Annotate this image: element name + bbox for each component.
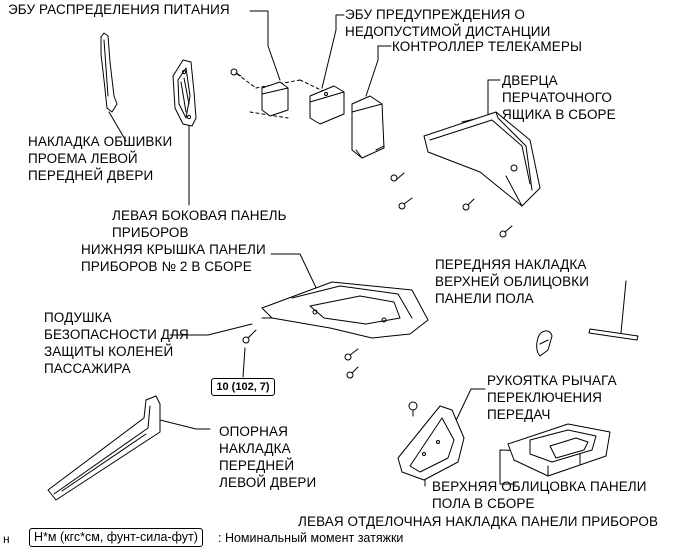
corner-mark: н bbox=[3, 532, 10, 546]
glovebox-screws-part bbox=[390, 172, 513, 238]
legend-description: : Номинальный момент затяжки bbox=[218, 531, 404, 545]
label-lower-cover: НИЖНЯЯ КРЫШКА ПАНЕЛИ ПРИБОРОВ № 2 В СБОР… bbox=[81, 242, 266, 274]
torque-spec-box: 10 (102, 7) bbox=[211, 378, 275, 396]
airbag-bolts-part bbox=[242, 329, 359, 379]
side-panel-part bbox=[172, 59, 197, 127]
label-finish-panel: ЛЕВАЯ ОТДЕЛОЧНАЯ НАКЛАДКА ПАНЕЛИ ПРИБОРО… bbox=[298, 514, 659, 529]
label-shift-knob: РУКОЯТКА РЫЧАГА ПЕРЕКЛЮЧЕНИЯ ПЕРЕДАЧ bbox=[487, 373, 617, 422]
label-front-console-trim: ПЕРЕДНЯЯ НАКЛАДКА ВЕРХНЕЙ ОБЛИЦОВКИ ПАНЕ… bbox=[435, 257, 590, 306]
label-distance-ecu: ЭБУ ПРЕДУПРЕЖДЕНИЯ О НЕДОПУСТИМОЙ ДИСТАН… bbox=[345, 7, 551, 39]
label-side-panel: ЛЕВАЯ БОКОВАЯ ПАНЕЛЬ ПРИБОРОВ bbox=[112, 208, 287, 240]
front-door-trim-part bbox=[100, 32, 118, 113]
label-front-door-trim: НАКЛАДКА ОБШИВКИ ПРОЕМА ЛЕВОЙ ПЕРЕДНЕЙ Д… bbox=[28, 134, 173, 183]
shift-knob-part bbox=[536, 330, 553, 357]
scuff-plate-part bbox=[47, 395, 161, 501]
label-knee-airbag: ПОДУШКА БЕЗОПАСНОСТИ ДЛЯ ЗАЩИТЫ КОЛЕНЕЙ … bbox=[44, 310, 189, 376]
legend-units-box: Н*м (кгс*см, фунт-сила-фут) bbox=[29, 528, 203, 547]
label-power-ecu: ЭБУ РАСПРЕДЕЛЕНИЯ ПИТАНИЯ bbox=[8, 2, 230, 17]
ecu-cluster-part bbox=[230, 68, 385, 159]
label-scuff-plate: ОПОРНАЯ НАКЛАДКА ПЕРЕДНЕЙ ЛЕВОЙ ДВЕРИ bbox=[219, 424, 317, 490]
label-camera-controller: КОНТРОЛЛЕР ТЕЛЕКАМЕРЫ bbox=[392, 39, 583, 54]
label-glovebox-door: ДВЕРЦА ПЕРЧАТОЧНОГО ЯЩИКА В СБОРЕ bbox=[502, 73, 616, 122]
label-upper-console: ВЕРХНЯЯ ОБЛИЦОВКА ПАНЕЛИ ПОЛА В СБОРЕ bbox=[432, 479, 647, 511]
upper-console-part bbox=[507, 423, 611, 477]
glovebox-door-part bbox=[423, 111, 541, 207]
finish-panel-part bbox=[397, 401, 465, 481]
lower-cover-part bbox=[261, 281, 429, 339]
console-trim-strip-part bbox=[588, 328, 639, 341]
